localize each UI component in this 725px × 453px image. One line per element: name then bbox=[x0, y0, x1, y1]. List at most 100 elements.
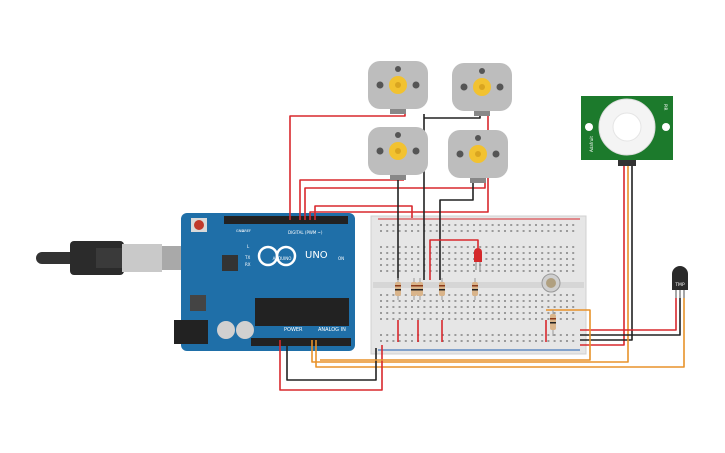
breadboard-hole bbox=[504, 252, 506, 254]
breadboard-hole bbox=[460, 340, 463, 342]
breadboard-hole bbox=[491, 270, 494, 272]
breadboard-hole bbox=[466, 312, 469, 314]
breadboard-hole bbox=[559, 230, 562, 232]
breadboard-hole bbox=[435, 264, 438, 266]
breadboard-hole bbox=[522, 340, 525, 342]
breadboard-hole bbox=[479, 300, 482, 302]
photoresistor bbox=[541, 273, 561, 293]
breadboard-hole bbox=[559, 300, 562, 302]
breadboard-hole bbox=[411, 318, 413, 320]
breadboard-hole bbox=[411, 246, 413, 248]
breadboard-hole bbox=[411, 306, 413, 308]
breadboard-hole bbox=[479, 224, 482, 226]
breadboard-hole bbox=[510, 306, 513, 308]
breadboard-hole bbox=[497, 334, 500, 336]
breadboard-hole bbox=[429, 312, 432, 314]
breadboard-hole bbox=[435, 230, 438, 232]
breadboard-hole bbox=[417, 230, 420, 232]
breadboard-hole bbox=[448, 258, 451, 260]
breadboard-hole bbox=[404, 312, 407, 314]
breadboard-hole bbox=[541, 246, 544, 248]
breadboard-hole bbox=[516, 300, 519, 302]
breadboard-hole bbox=[460, 224, 463, 226]
resistor-1 bbox=[395, 278, 401, 300]
breadboard-hole bbox=[572, 252, 575, 254]
breadboard-hole bbox=[497, 252, 500, 254]
breadboard-hole bbox=[497, 258, 500, 260]
wire-black-motor-d bbox=[424, 114, 481, 119]
breadboard-hole bbox=[535, 252, 537, 254]
breadboard-hole bbox=[559, 306, 562, 308]
wires bbox=[279, 114, 685, 391]
breadboard-hole bbox=[566, 230, 568, 232]
breadboard-hole bbox=[423, 318, 426, 320]
breadboard-hole bbox=[460, 334, 463, 336]
breadboard-hole bbox=[541, 258, 544, 260]
breadboard-hole bbox=[466, 318, 469, 320]
breadboard-hole bbox=[454, 300, 457, 302]
breadboard-hole bbox=[559, 252, 562, 254]
breadboard-hole bbox=[535, 246, 537, 248]
breadboard-hole bbox=[497, 264, 500, 266]
breadboard-hole bbox=[442, 264, 444, 266]
breadboard-hole bbox=[460, 300, 463, 302]
breadboard-hole bbox=[386, 258, 389, 260]
breadboard-hole bbox=[559, 318, 562, 320]
breadboard-hole bbox=[435, 312, 438, 314]
breadboard-holes bbox=[380, 224, 575, 342]
breadboard-hole bbox=[522, 294, 525, 296]
gnd-label: GND bbox=[236, 229, 244, 233]
breadboard-hole bbox=[528, 252, 531, 254]
breadboard-hole bbox=[528, 230, 531, 232]
arduino-brand-text: ARDUINO bbox=[273, 256, 292, 261]
breadboard-hole bbox=[392, 312, 395, 314]
breadboard-hole bbox=[516, 264, 519, 266]
breadboard-hole bbox=[466, 224, 469, 226]
breadboard-hole bbox=[380, 318, 382, 320]
breadboard-hole bbox=[386, 264, 389, 266]
breadboard-hole bbox=[442, 230, 444, 232]
breadboard-hole bbox=[473, 306, 475, 308]
breadboard-hole bbox=[392, 306, 395, 308]
breadboard-hole bbox=[460, 294, 463, 296]
breadboard-hole bbox=[528, 318, 531, 320]
breadboard-hole bbox=[510, 312, 513, 314]
breadboard-hole bbox=[466, 334, 469, 336]
breadboard-hole bbox=[541, 230, 544, 232]
breadboard-hole bbox=[466, 340, 469, 342]
breadboard-hole bbox=[473, 270, 475, 272]
wire-pir-red bbox=[580, 166, 625, 346]
breadboard-hole bbox=[491, 334, 494, 336]
pir-sensor: Adafruit PIR bbox=[581, 96, 673, 166]
breadboard-hole bbox=[479, 246, 482, 248]
breadboard-hole bbox=[535, 340, 537, 342]
dc-motor-4 bbox=[448, 130, 508, 183]
breadboard-hole bbox=[547, 230, 550, 232]
breadboard-hole bbox=[516, 306, 519, 308]
breadboard-hole bbox=[485, 258, 488, 260]
breadboard-hole bbox=[454, 264, 457, 266]
breadboard-hole bbox=[541, 334, 544, 336]
breadboard-hole bbox=[497, 246, 500, 248]
breadboard-hole bbox=[491, 318, 494, 320]
breadboard-hole bbox=[504, 294, 506, 296]
breadboard-hole bbox=[398, 258, 401, 260]
breadboard-hole bbox=[547, 334, 550, 336]
breadboard-hole bbox=[553, 334, 556, 336]
breadboard-hole bbox=[516, 340, 519, 342]
breadboard-hole bbox=[448, 252, 451, 254]
wire-tmp-red bbox=[580, 298, 677, 331]
breadboard-hole bbox=[442, 312, 444, 314]
wire-pir-orange bbox=[311, 166, 629, 363]
breadboard-hole bbox=[485, 312, 488, 314]
breadboard-hole bbox=[510, 258, 513, 260]
breadboard-hole bbox=[535, 224, 537, 226]
breadboard-hole bbox=[553, 340, 556, 342]
breadboard-hole bbox=[516, 230, 519, 232]
breadboard-hole bbox=[504, 340, 506, 342]
red-led bbox=[474, 248, 482, 270]
wire-red-motor-b bbox=[304, 180, 486, 220]
breadboard-hole bbox=[559, 294, 562, 296]
wire-power-red bbox=[279, 340, 383, 391]
temp-sensor-label: TMP bbox=[674, 282, 685, 288]
